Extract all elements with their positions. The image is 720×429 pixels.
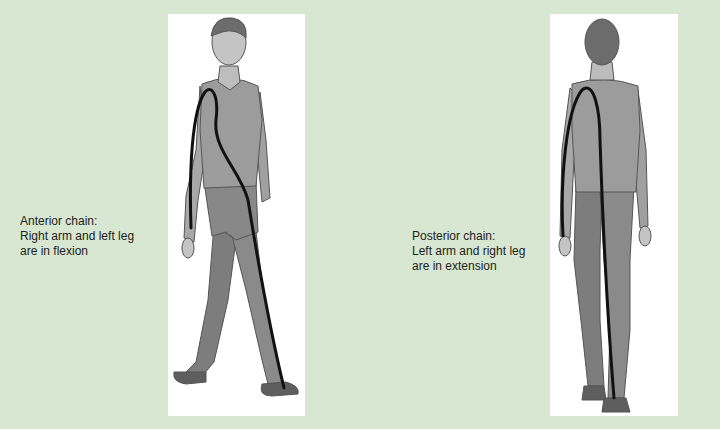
caption-heading: Anterior chain: xyxy=(20,214,144,229)
anterior-chain-line xyxy=(190,90,284,388)
caption-text: Left arm and right leg are in extension xyxy=(412,244,536,274)
caption-heading: Posterior chain: xyxy=(412,229,536,244)
image-panel xyxy=(550,14,678,416)
front-figure xyxy=(174,18,299,396)
image-panel xyxy=(168,14,305,416)
caption-text: Right arm and left leg are in flexion xyxy=(20,229,144,259)
back-figure xyxy=(559,19,651,412)
posterior-chain-line xyxy=(562,88,614,398)
